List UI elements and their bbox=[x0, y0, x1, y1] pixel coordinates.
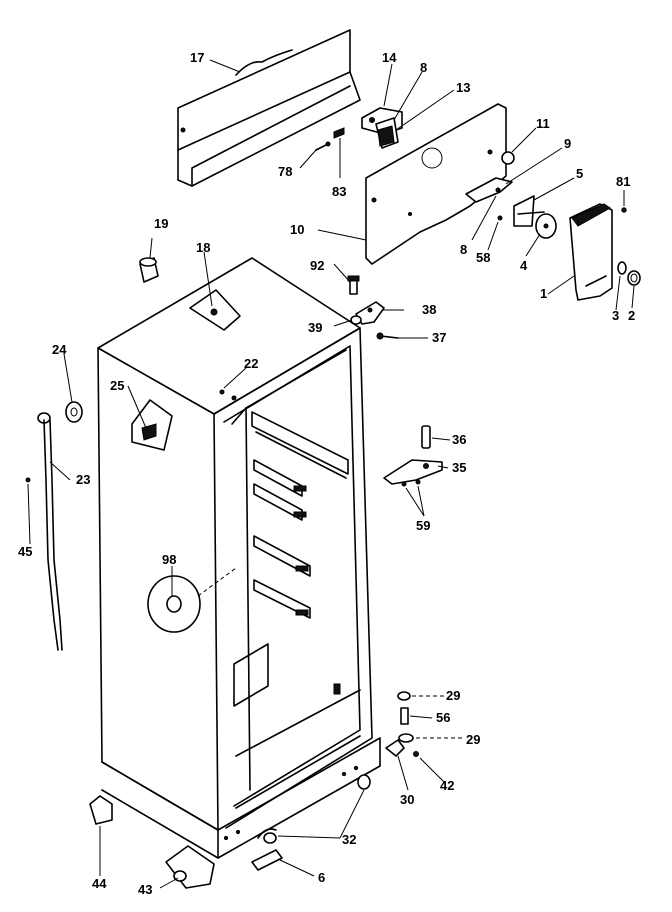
part-5-damper-blade bbox=[513, 195, 545, 227]
part-92-bolt bbox=[347, 275, 360, 295]
part-2-nut bbox=[627, 270, 641, 286]
part-83-clip bbox=[333, 127, 345, 139]
part-23-drain-tube bbox=[37, 412, 63, 651]
callout-45: 45 bbox=[18, 544, 32, 559]
part-59-screws bbox=[401, 479, 421, 487]
callout-2: 2 bbox=[628, 308, 635, 323]
callout-29-lower: 29 bbox=[466, 732, 480, 747]
callout-6: 6 bbox=[318, 870, 325, 885]
callout-92: 92 bbox=[310, 258, 324, 273]
callout-8-lower: 8 bbox=[460, 242, 467, 257]
part-30-bottom-hinge bbox=[385, 739, 405, 757]
callout-78: 78 bbox=[278, 164, 292, 179]
part-44-roller-bracket bbox=[89, 795, 113, 825]
callout-labels: 1 2 3 4 5 6 8 8 9 10 11 13 14 17 18 19 2… bbox=[18, 50, 635, 897]
part-29-washer-upper bbox=[397, 691, 411, 701]
cabinet-body bbox=[97, 257, 381, 859]
part-3-washer bbox=[617, 261, 627, 275]
part-39-washer bbox=[350, 315, 362, 325]
callout-9: 9 bbox=[564, 136, 571, 151]
part-13-switch bbox=[375, 117, 399, 149]
part-18-plate bbox=[189, 289, 241, 331]
callout-98: 98 bbox=[162, 552, 176, 567]
callout-37: 37 bbox=[432, 330, 446, 345]
callout-4: 4 bbox=[520, 258, 528, 273]
part-29-washer-lower bbox=[398, 733, 414, 743]
part-1-air-duct bbox=[569, 203, 613, 301]
callout-13: 13 bbox=[456, 80, 470, 95]
callout-56: 56 bbox=[436, 710, 450, 725]
part-4-damper-disc bbox=[535, 213, 557, 239]
part-45-clip bbox=[25, 477, 31, 483]
part-32-plug bbox=[263, 774, 371, 844]
callout-59: 59 bbox=[416, 518, 430, 533]
callout-10: 10 bbox=[290, 222, 304, 237]
part-81-screw bbox=[621, 207, 627, 213]
callout-17: 17 bbox=[190, 50, 204, 65]
callout-19: 19 bbox=[154, 216, 168, 231]
callout-42: 42 bbox=[440, 778, 454, 793]
part-24-grommet bbox=[65, 401, 83, 423]
callout-22: 22 bbox=[244, 356, 258, 371]
callout-14: 14 bbox=[382, 50, 397, 65]
callout-83: 83 bbox=[332, 184, 346, 199]
part-36-hinge-pin bbox=[421, 425, 431, 449]
part-56-hinge-pin bbox=[400, 707, 409, 725]
callout-29-upper: 29 bbox=[446, 688, 460, 703]
callout-39: 39 bbox=[308, 320, 322, 335]
part-78-screw bbox=[315, 141, 331, 151]
callout-32: 32 bbox=[342, 832, 356, 847]
part-42-screw bbox=[413, 751, 419, 757]
part-9-sensor bbox=[465, 177, 513, 203]
callout-38: 38 bbox=[422, 302, 436, 317]
callout-11: 11 bbox=[536, 116, 550, 131]
callout-8-upper: 8 bbox=[420, 60, 427, 75]
callout-36: 36 bbox=[452, 432, 466, 447]
callout-35: 35 bbox=[452, 460, 466, 475]
part-11-knob bbox=[501, 151, 515, 165]
part-58-screw bbox=[497, 215, 503, 221]
part-98-label bbox=[147, 567, 237, 633]
part-6-plate bbox=[251, 849, 283, 871]
callout-43: 43 bbox=[138, 882, 152, 897]
part-17-top-trim bbox=[177, 29, 361, 187]
callout-25: 25 bbox=[110, 378, 124, 393]
leader-lines bbox=[27, 59, 635, 889]
callout-58: 58 bbox=[476, 250, 490, 265]
callout-30: 30 bbox=[400, 792, 414, 807]
callout-3: 3 bbox=[612, 308, 619, 323]
part-10-control-plate bbox=[365, 103, 507, 265]
callout-23: 23 bbox=[76, 472, 90, 487]
part-37-pin bbox=[376, 332, 399, 340]
callout-81: 81 bbox=[616, 174, 630, 189]
callout-1: 1 bbox=[540, 286, 547, 301]
callout-5: 5 bbox=[576, 166, 583, 181]
callout-24: 24 bbox=[52, 342, 67, 357]
callout-18: 18 bbox=[196, 240, 210, 255]
part-19-grommet bbox=[139, 257, 159, 283]
callout-44: 44 bbox=[92, 876, 107, 891]
part-35-center-hinge bbox=[383, 459, 443, 485]
